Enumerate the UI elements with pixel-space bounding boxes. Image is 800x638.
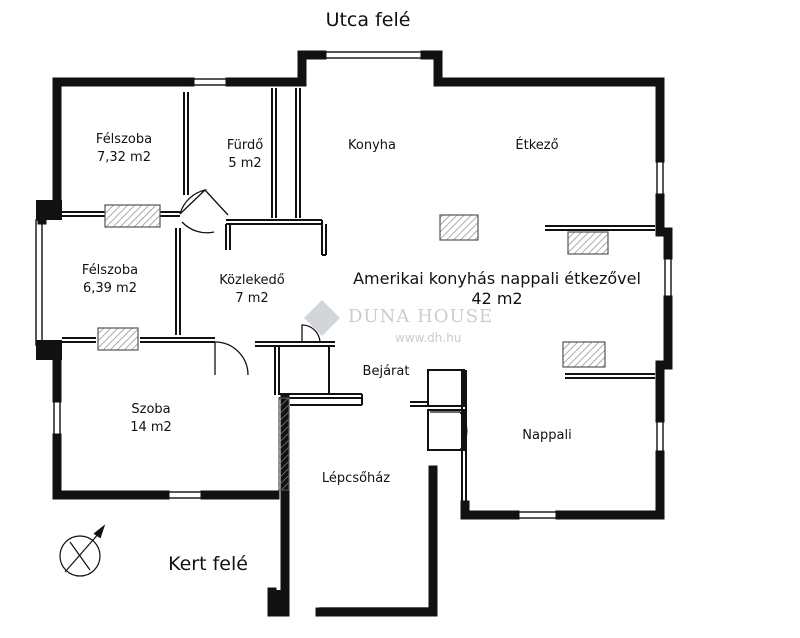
room-name-kozlekedo: Közlekedő — [219, 273, 285, 288]
interior-walls — [62, 88, 655, 505]
room-area-szoba: 14 m2 — [130, 420, 172, 435]
room-name-nappali-etkezo: Amerikai konyhás nappali étkezővel — [353, 269, 641, 288]
room-name-nappali: Nappali — [522, 428, 571, 443]
room-name-etkezo: Étkező — [515, 137, 558, 153]
room-name-szoba: Szoba — [131, 402, 170, 417]
room-name-bejarat: Bejárat — [363, 364, 410, 379]
duna-house-logo-icon — [304, 300, 340, 336]
room-area-felszoba-2: 6,39 m2 — [83, 281, 137, 296]
room-area-furdo: 5 m2 — [228, 156, 261, 171]
windows — [35, 51, 672, 615]
watermark-url: www.dh.hu — [395, 331, 461, 345]
room-name-felszoba-1: Félszoba — [96, 132, 152, 147]
room-area-kozlekedo: 7 m2 — [235, 291, 268, 306]
watermark: DUNA HOUSE www.dh.hu — [304, 300, 493, 345]
watermark-brand: DUNA HOUSE — [348, 306, 493, 327]
labels: Utca felé Kert felé Félszoba 7,32 m2 Für… — [82, 9, 641, 575]
room-name-furdo: Fürdő — [227, 138, 263, 153]
street-side-label: Utca felé — [326, 9, 411, 31]
garden-side-label: Kert felé — [168, 553, 248, 575]
compass-icon — [59, 524, 106, 577]
pillars — [36, 200, 288, 614]
room-area-felszoba-1: 7,32 m2 — [97, 150, 151, 165]
hatched-blocks — [97, 204, 609, 491]
room-name-felszoba-2: Félszoba — [82, 263, 138, 278]
room-area-nappali-etkezo: 42 m2 — [471, 289, 522, 308]
room-name-lepcsohaz: Lépcsőház — [322, 471, 390, 486]
doors — [179, 188, 468, 451]
room-name-konyha: Konyha — [348, 138, 396, 153]
